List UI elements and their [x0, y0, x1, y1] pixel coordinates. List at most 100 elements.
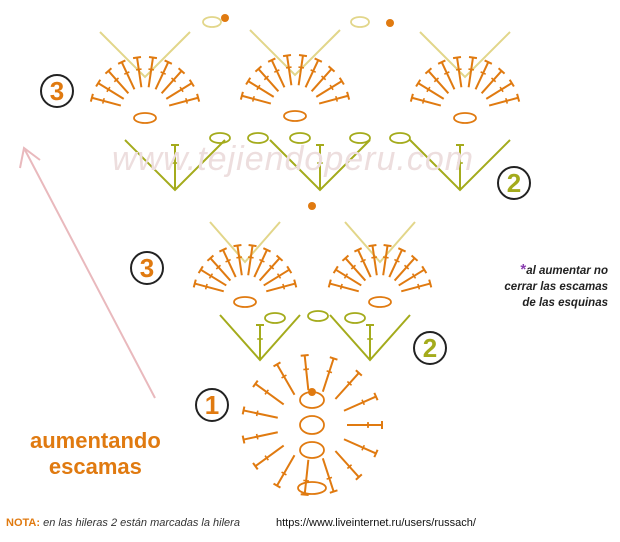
stitch-line [154, 61, 170, 90]
stitch-cross [382, 256, 389, 259]
stitch-top [346, 91, 351, 100]
stitch-cross [255, 410, 259, 417]
stitch-cross [303, 368, 310, 371]
stitch-top [353, 247, 363, 253]
stitch-cross [160, 71, 167, 75]
chain-stitch [307, 310, 329, 322]
stitch-top [293, 279, 298, 288]
side-note-line-2: cerrar las escamas [504, 281, 608, 293]
stitch-top [188, 79, 195, 88]
stitch-cross [148, 68, 155, 71]
chain-stitch [247, 132, 269, 144]
stitch-line [318, 94, 349, 105]
stitch-line [270, 59, 286, 88]
stitch-top [218, 247, 228, 253]
side-note: *al aumentar no cerrar las escamas de la… [468, 262, 608, 311]
stitch-top [355, 369, 363, 377]
stitch-cross [394, 258, 400, 263]
stitch-cross [268, 264, 275, 270]
stitch-cross [281, 374, 287, 379]
stitch-line [321, 358, 335, 393]
stitch-cross [208, 273, 214, 279]
stitch-cross [417, 283, 421, 290]
stitch-cross [468, 68, 475, 71]
stitch-line [310, 68, 333, 92]
stitch-top [206, 254, 215, 262]
stitch-line [393, 257, 416, 282]
stitch-top [177, 67, 186, 75]
stitch-line [411, 96, 442, 107]
stitch-top [239, 91, 244, 100]
stitch-line [440, 61, 456, 90]
v-stitch [249, 29, 341, 77]
stitch-cross [273, 69, 280, 73]
stitch-cross [426, 86, 431, 93]
stitch-top [368, 243, 377, 248]
stitch-top [329, 489, 338, 494]
stitch-top [95, 79, 102, 88]
stitch-top [267, 57, 276, 63]
stitch-top [437, 59, 446, 65]
stitch-top [300, 493, 309, 497]
stitch-top [397, 247, 407, 253]
stitch-line [136, 57, 143, 88]
stitch-line [303, 459, 310, 495]
stitch-cross [499, 86, 504, 93]
stitch-top [298, 54, 308, 58]
stitch-line [263, 268, 290, 287]
v-stitch [344, 221, 416, 264]
stitch-top [373, 449, 379, 458]
stitch-top [314, 57, 323, 63]
v-stitch [419, 31, 511, 79]
stitch-cross [135, 68, 142, 71]
chain-stitch [283, 110, 307, 122]
stitch-line [257, 68, 280, 92]
stitch-cross [285, 66, 292, 69]
stitch-cross [361, 444, 366, 451]
stitch-line [194, 282, 225, 293]
stitch-top [148, 56, 158, 60]
row-number-2-lower: 2 [413, 331, 447, 365]
stitch-cross [411, 273, 417, 279]
stitch-line [398, 268, 425, 287]
stitch-top [327, 279, 332, 288]
footer-text: en las hileras 2 están marcadas la hiler… [40, 517, 240, 529]
stitch-top [273, 482, 281, 489]
dot-marker [386, 19, 394, 27]
stitch-cross [403, 264, 410, 270]
stitch-top [252, 380, 259, 388]
chain-stitch [349, 132, 371, 144]
v-stitch [99, 31, 191, 79]
title-line-2: escamas [48, 454, 142, 479]
stitch-line [417, 82, 445, 100]
stitch-line [329, 282, 360, 293]
v-stitch [209, 221, 281, 264]
stitch-cross [326, 370, 333, 374]
stitch-cross [263, 75, 270, 81]
stitch-cross [251, 95, 255, 102]
dot-marker [308, 202, 316, 210]
diagram-title: aumentando escamas [30, 428, 161, 480]
stitch-cross [310, 69, 317, 73]
stitch-cross [264, 455, 269, 461]
row-number-3-top: 3 [40, 74, 74, 108]
footer-nota-label: NOTA: [6, 517, 41, 529]
stitch-top [275, 254, 284, 262]
stitch-cross [339, 283, 343, 290]
stitch-line [243, 409, 278, 419]
stitch-cross [505, 97, 509, 104]
stitch-top [273, 361, 281, 368]
stitch-top [421, 265, 428, 274]
stitch-line [97, 82, 125, 100]
stitch-top [282, 54, 292, 58]
stitch-line [160, 70, 183, 94]
stitch-top [329, 356, 338, 361]
stitch-top [410, 254, 419, 262]
stitch-cross [361, 399, 366, 406]
stitch-line [165, 82, 193, 100]
stitch-cross [320, 75, 327, 81]
stitch-cross [335, 95, 339, 102]
chain-stitch [299, 415, 325, 435]
stitch-cross [276, 273, 282, 279]
